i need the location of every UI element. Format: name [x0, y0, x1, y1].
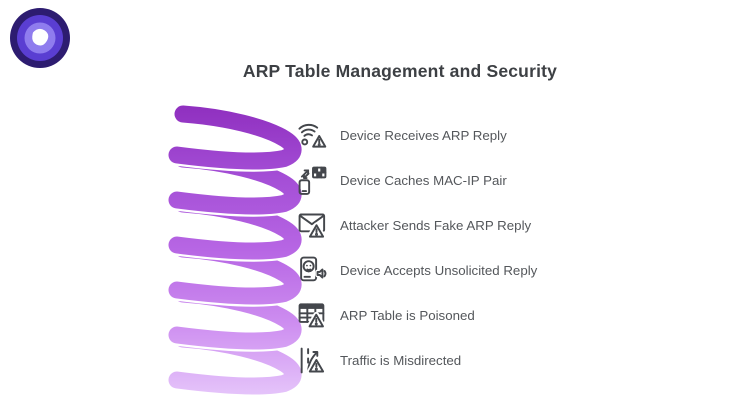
step-row-traffic-is-misdirected: Traffic is Misdirected — [297, 338, 537, 383]
step-label: Device Caches MAC-IP Pair — [340, 173, 507, 188]
step-row-arp-table-is-poisoned: ARP Table is Poisoned — [297, 293, 537, 338]
step-list: Device Receives ARP Reply Device Caches … — [297, 113, 537, 383]
brand-logo — [8, 6, 72, 70]
road-misdirect-icon — [297, 345, 328, 376]
step-label: ARP Table is Poisoned — [340, 308, 475, 323]
device-broadcast-icon — [297, 255, 328, 286]
device-cache-table-icon — [297, 165, 328, 196]
page-title: ARP Table Management and Security — [242, 61, 558, 81]
mail-alert-icon — [297, 210, 328, 241]
table-alert-icon — [297, 300, 328, 331]
step-label: Device Receives ARP Reply — [340, 128, 507, 143]
step-row-attacker-sends-fake-arp-reply: Attacker Sends Fake ARP Reply — [297, 203, 537, 248]
step-row-device-caches-mac-ip-pair: Device Caches MAC-IP Pair — [297, 158, 537, 203]
brand-logo-icon — [10, 8, 70, 68]
step-label: Attacker Sends Fake ARP Reply — [340, 218, 532, 233]
step-label: Traffic is Misdirected — [340, 353, 462, 368]
step-row-device-receives-arp-reply: Device Receives ARP Reply — [297, 113, 537, 158]
spiral-coil-graphic — [160, 100, 310, 405]
step-label: Device Accepts Unsolicited Reply — [340, 263, 538, 278]
wifi-alert-icon — [297, 120, 328, 151]
step-row-device-accepts-unsolicited-reply: Device Accepts Unsolicited Reply — [297, 248, 537, 293]
